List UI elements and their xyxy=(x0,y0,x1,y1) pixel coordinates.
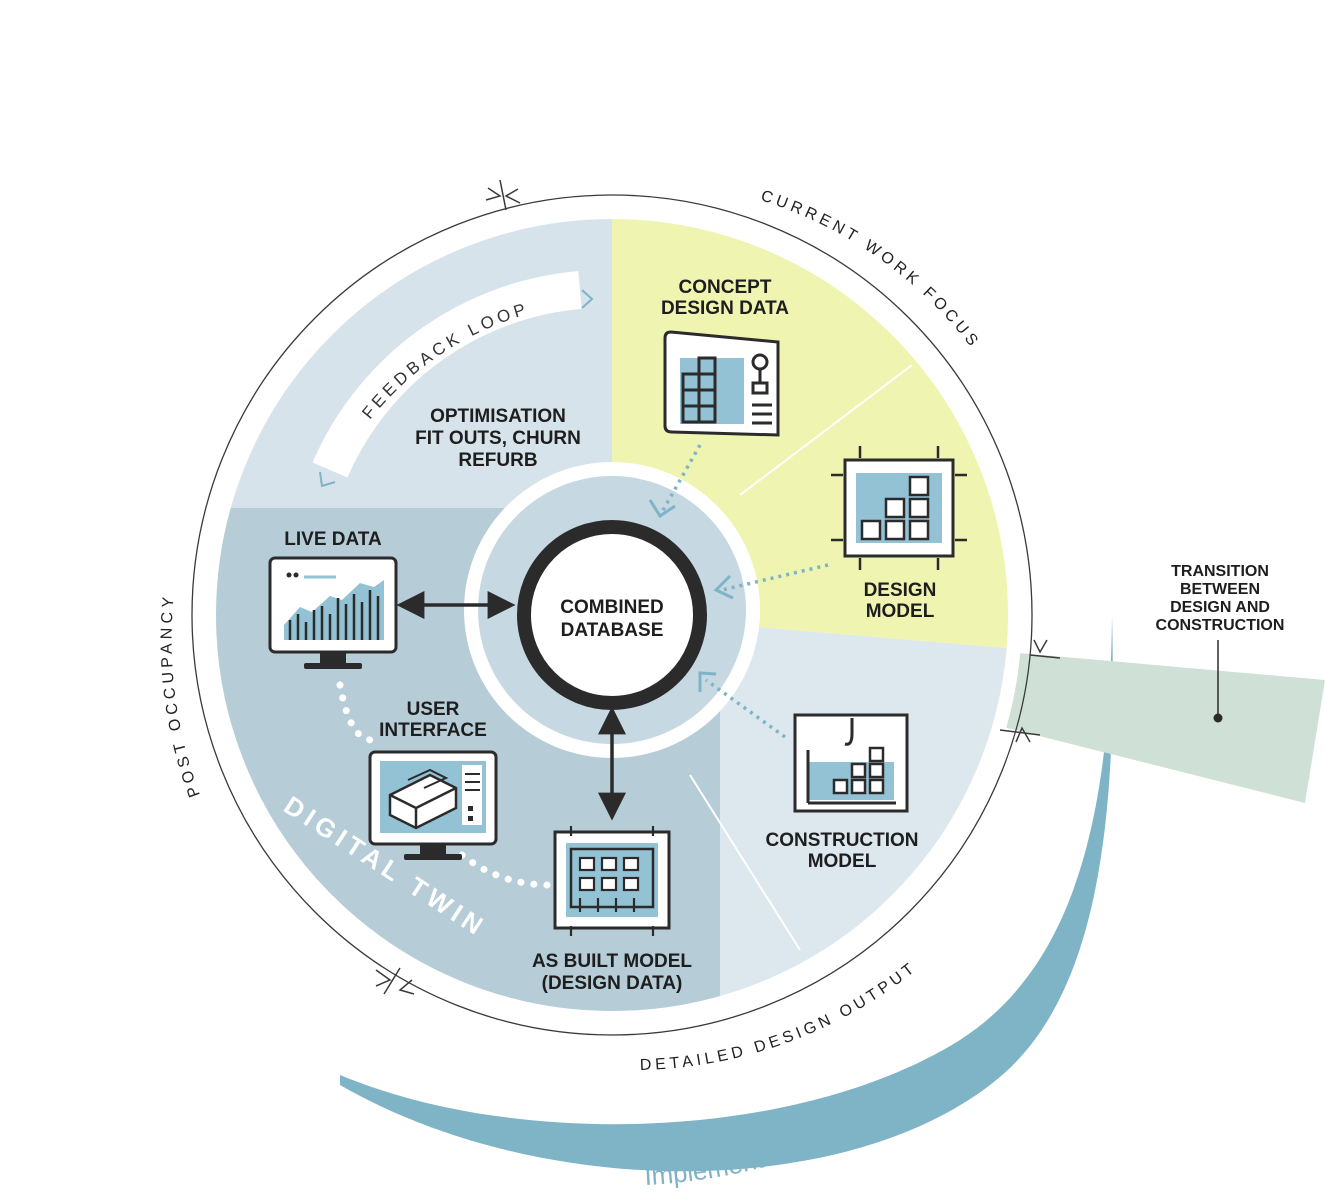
svg-text:DESIGN AND: DESIGN AND xyxy=(1170,599,1270,616)
monitor-3d-model-icon xyxy=(368,750,498,860)
feedback-arrow-icon xyxy=(581,289,594,309)
outer-thin-ring xyxy=(191,194,1033,1036)
transition-label: TRANSITION BETWEEN DESIGN AND CONSTRUCTI… xyxy=(1156,563,1285,634)
feedback-loop-band xyxy=(312,271,582,478)
ui-connector xyxy=(336,681,376,744)
svg-text:MODEL: MODEL xyxy=(866,601,935,622)
svg-text:TRANSITION: TRANSITION xyxy=(1171,563,1269,580)
blueprint-icon xyxy=(663,330,780,437)
transition-pointer-dot xyxy=(1213,713,1223,723)
design-arrow-icon xyxy=(713,574,734,600)
svg-text:COMBINED: COMBINED xyxy=(560,597,663,618)
design-model-icon xyxy=(831,446,967,570)
design-connector xyxy=(721,563,829,592)
svg-text:DATABASE: DATABASE xyxy=(561,620,664,641)
svg-text:BETWEEN: BETWEEN xyxy=(1180,581,1260,598)
svg-text:OPTIMISATION: OPTIMISATION xyxy=(430,406,566,427)
svg-text:(DESIGN DATA): (DESIGN DATA) xyxy=(542,973,683,994)
svg-text:DESIGN DATA: DESIGN DATA xyxy=(661,298,789,319)
feedback-arrow-icon xyxy=(319,471,336,488)
as-built-model-label: AS BUILT MODEL (DESIGN DATA) xyxy=(532,951,692,994)
combined-database-ring xyxy=(517,520,707,710)
concept-connector xyxy=(660,444,702,513)
combined-database-label: COMBINED DATABASE xyxy=(560,597,663,641)
svg-text:CONSTRUCTION: CONSTRUCTION xyxy=(765,830,918,851)
construction-model-label: CONSTRUCTION MODEL xyxy=(765,830,918,872)
design-model-label: DESIGN MODEL xyxy=(864,580,937,622)
svg-text:MODEL: MODEL xyxy=(808,851,877,872)
concept-arrow-icon xyxy=(648,499,676,519)
svg-text:INTERFACE: INTERFACE xyxy=(379,720,487,741)
as-built-model-icon xyxy=(553,826,671,936)
implementation-arc xyxy=(340,615,1113,1172)
svg-text:FIT OUTS, CHURN: FIT OUTS, CHURN xyxy=(415,428,581,449)
svg-text:AS BUILT MODEL: AS BUILT MODEL xyxy=(532,951,692,972)
post-occupancy-label: POST OCCUPANCY xyxy=(159,592,204,799)
outer-ring xyxy=(202,205,1022,1025)
svg-text:CONCEPT: CONCEPT xyxy=(679,277,772,298)
svg-text:USER: USER xyxy=(407,699,460,720)
live-data-label: LIVE DATA xyxy=(284,529,382,550)
svg-text:CONSTRUCTION: CONSTRUCTION xyxy=(1156,617,1285,634)
crane-construction-icon xyxy=(793,713,909,813)
svg-text:DESIGN: DESIGN xyxy=(864,580,937,601)
monitor-chart-icon xyxy=(268,556,398,669)
ring-separators xyxy=(375,179,1061,995)
svg-text:REFURB: REFURB xyxy=(458,450,537,471)
construction-connector xyxy=(704,678,787,739)
user-interface-label: USER INTERFACE xyxy=(379,699,487,741)
divider-line xyxy=(689,774,801,951)
construction-arrow-icon xyxy=(698,671,717,692)
concept-design-data-label: CONCEPT DESIGN DATA xyxy=(661,277,789,319)
optimisation-label: OPTIMISATION FIT OUTS, CHURN REFURB xyxy=(415,406,581,471)
divider-line xyxy=(739,364,913,496)
